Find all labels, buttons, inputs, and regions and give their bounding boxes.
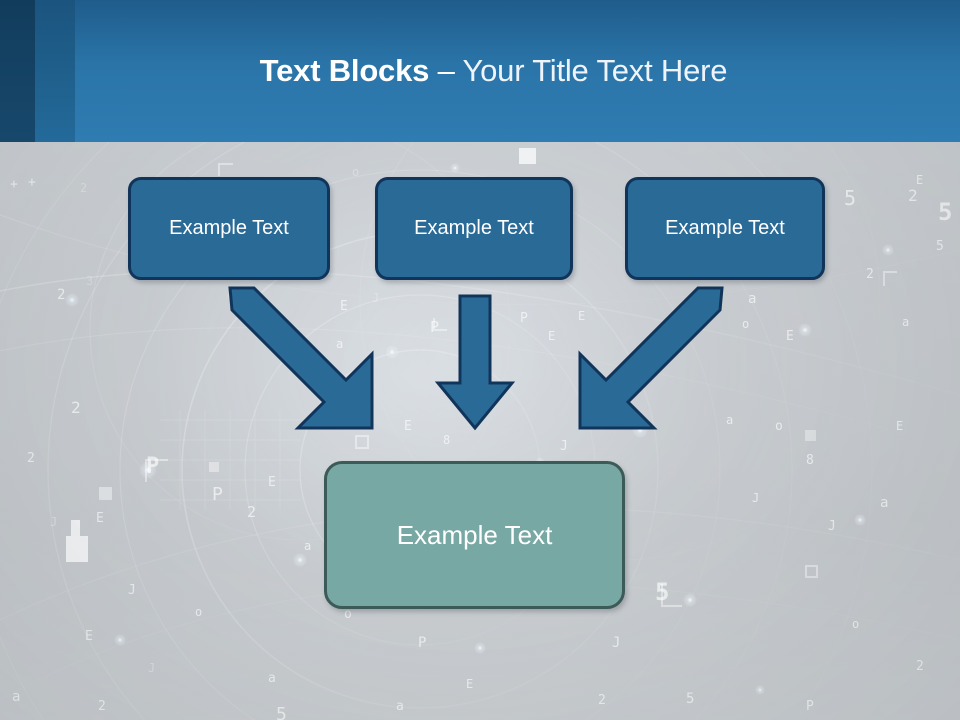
header-accent-mid (35, 0, 75, 142)
page-title-rest: Your Title Text Here (462, 53, 728, 88)
text-block-1-label: Example Text (169, 217, 289, 239)
text-block-result-label: Example Text (396, 519, 553, 550)
arrow-down (434, 294, 516, 431)
text-block-3-label: Example Text (665, 217, 785, 239)
text-block-3[interactable]: Example Text (625, 177, 825, 280)
text-block-2[interactable]: Example Text (375, 177, 573, 280)
page-title-strong: Text Blocks (259, 53, 430, 88)
text-block-2-label: Example Text (414, 217, 534, 239)
arrow-down-left (578, 286, 724, 430)
header-accent-dark (0, 0, 35, 142)
page-title-dash: – (429, 53, 463, 88)
text-block-result[interactable]: Example Text (324, 461, 625, 609)
page-title: Text Blocks – Your Title Text Here (75, 0, 960, 142)
text-block-1[interactable]: Example Text (128, 177, 330, 280)
slide-header: Text Blocks – Your Title Text Here (0, 0, 960, 142)
arrow-down-right (228, 286, 374, 430)
